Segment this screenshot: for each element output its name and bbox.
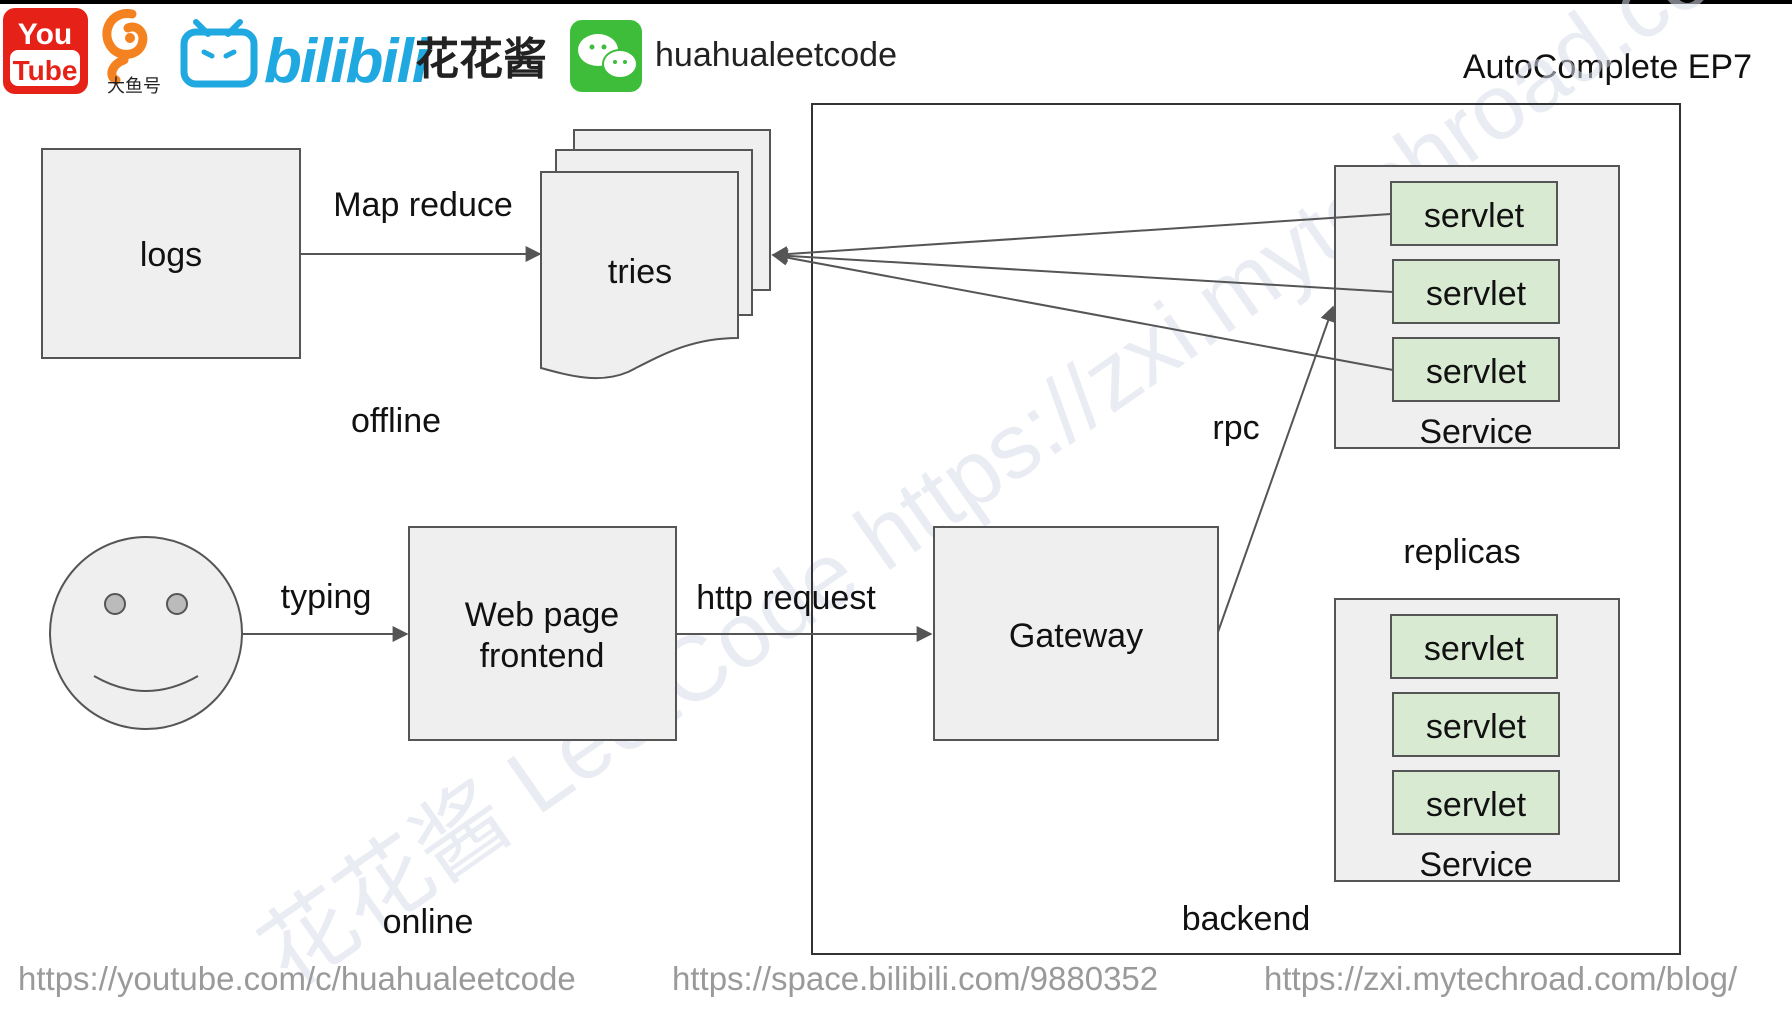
- servlet-label: servlet: [1426, 786, 1527, 824]
- tries-label: tries: [608, 253, 672, 291]
- user-smiley-icon: [49, 536, 243, 730]
- servlet-to-tries-arrow: [771, 247, 1394, 293]
- wechat-id: huahualeetcode: [655, 36, 897, 74]
- online-label: online: [383, 903, 474, 941]
- logs-box: [41, 148, 301, 359]
- douyu-icon: 大鱼号: [102, 9, 161, 97]
- bilibili-tv-icon: [180, 19, 258, 88]
- replicas-label: replicas: [1403, 533, 1520, 571]
- bilibili-url-link[interactable]: https://space.bilibili.com/9880352: [672, 960, 1159, 997]
- blog-url-link[interactable]: https://zxi.mytechroad.com/blog/: [1264, 960, 1738, 997]
- servlet-box: [1390, 614, 1558, 679]
- wechat-icon: [570, 20, 642, 92]
- offline-label: offline: [351, 402, 441, 440]
- servlet-label: servlet: [1426, 353, 1527, 391]
- web-page-frontend-box: [408, 526, 677, 741]
- youtube-icon: You Tube: [3, 8, 88, 94]
- servlet-box: [1390, 181, 1558, 246]
- rpc-label: rpc: [1212, 409, 1259, 447]
- logs-label: logs: [140, 236, 202, 274]
- service-label: Service: [1419, 413, 1532, 451]
- backend-container: [811, 103, 1681, 955]
- youtube-you-text: You: [18, 18, 72, 51]
- rpc-arrow: [1217, 305, 1336, 633]
- web-page-label-line1: Web page: [465, 596, 619, 634]
- douyu-label: 大鱼号: [107, 76, 161, 97]
- web-page-label-line2: frontend: [480, 637, 605, 675]
- gateway-label: Gateway: [1009, 617, 1143, 655]
- servlet-label: servlet: [1424, 630, 1525, 668]
- backend-label: backend: [1182, 900, 1311, 938]
- servlet-box: [1392, 770, 1560, 835]
- bilibili-logo-text: bilibili: [264, 27, 431, 96]
- servlet-label: servlet: [1426, 708, 1527, 746]
- episode-title: AutoComplete EP7: [1463, 48, 1752, 86]
- servlet-label: servlet: [1426, 275, 1527, 313]
- gateway-box: [933, 526, 1219, 741]
- service-label: Service: [1419, 846, 1532, 884]
- top-border: [0, 0, 1792, 4]
- youtube-tube-text: Tube: [13, 55, 78, 86]
- typing-label: typing: [281, 578, 372, 616]
- servlet-box: [1392, 692, 1560, 757]
- servlet-box: [1392, 337, 1560, 402]
- servlet-to-tries-arrow: [771, 213, 1392, 263]
- youtube-url-link[interactable]: https://youtube.com/c/huahualeetcode: [18, 960, 576, 997]
- author-name: 花花酱: [415, 34, 547, 85]
- map-reduce-label: Map reduce: [333, 186, 513, 224]
- servlet-label: servlet: [1424, 197, 1525, 235]
- servlet-to-tries-arrow: [771, 249, 1394, 371]
- tries-document-stack: [540, 129, 771, 380]
- http-request-label: http request: [696, 579, 876, 617]
